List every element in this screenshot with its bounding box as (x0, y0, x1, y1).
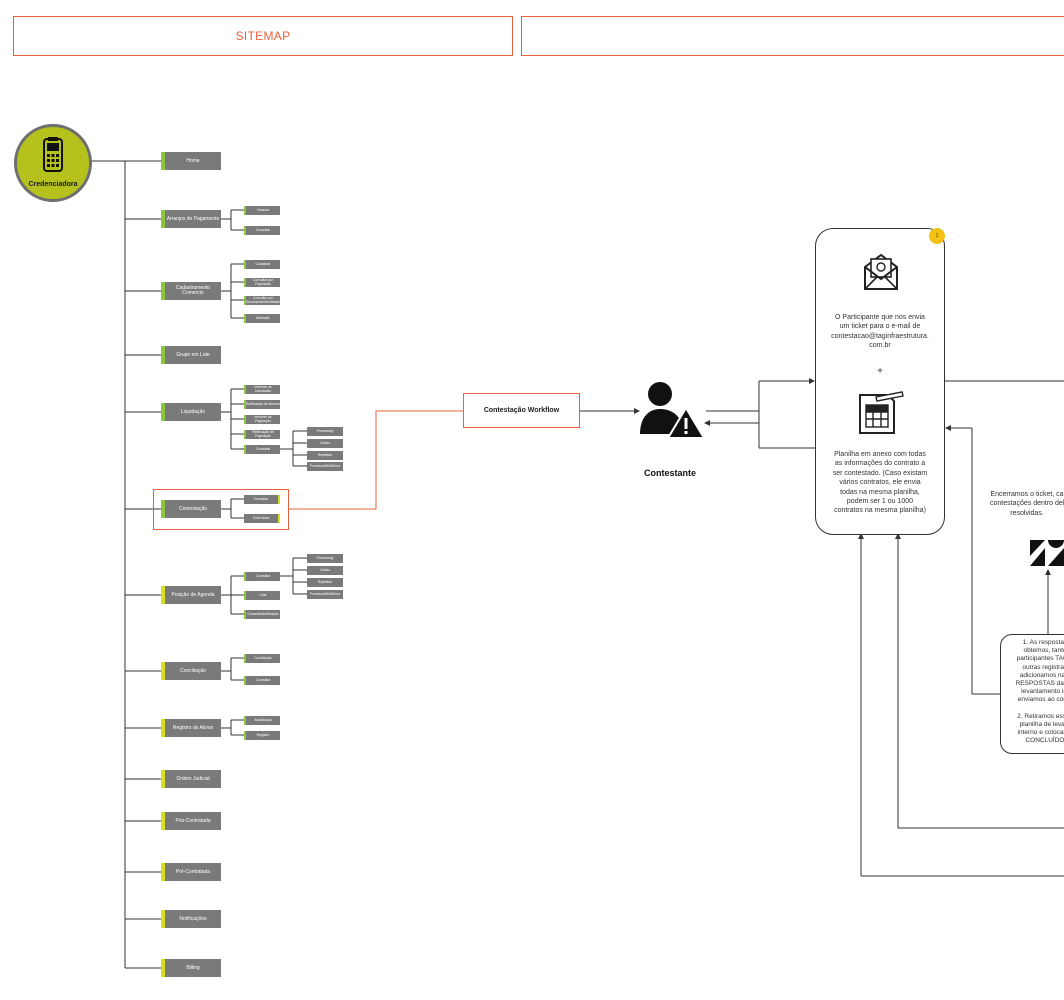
node-registro-ativos[interactable]: Registro de Ativos (161, 719, 221, 737)
node-liquidacao-informar[interactable]: Informar de Liquidação (244, 385, 280, 394)
node-cadastramento[interactable]: Cadastramento Comercio (161, 282, 221, 300)
envelope-icon (864, 253, 898, 290)
node-contestacao-criar-nova[interactable]: Criar Nova (244, 514, 280, 523)
node-cadastramento-alteracao[interactable]: Alteração (244, 314, 280, 323)
plus-sign: + (877, 366, 883, 377)
node-contestacao[interactable]: Contestação (161, 500, 221, 518)
node-posicao-criado[interactable]: Criado (307, 566, 343, 575)
node-cadastramento-cadastrar[interactable]: Cadastrar (244, 260, 280, 269)
node-billing[interactable]: Billing (161, 959, 221, 977)
workflow-step-card: O Participante que nos envia um ticket p… (815, 228, 945, 535)
node-posicao-criar[interactable]: Criar (244, 591, 280, 600)
responses-box: 1. As respostas obtemos, tanto participa… (1000, 634, 1064, 754)
node-conciliacao-consultar[interactable]: Consultar (244, 676, 280, 685)
node-contestacao-consultar[interactable]: Consultar (244, 495, 280, 504)
node-posicao-agenda[interactable]: Posição de Agenda (161, 586, 221, 604)
root-label: Credenciadora (28, 181, 78, 188)
node-grupo-em-lote[interactable]: Grupo em Lote (161, 346, 221, 364)
node-liquidacao-informar-paginacao[interactable]: Informar de Paginação (244, 415, 280, 424)
node-liquidacao-processed-error[interactable]: ProcessedWithError (307, 462, 343, 471)
node-arranjos-consultar[interactable]: Consultar (244, 226, 280, 235)
node-conciliacao-conciliacao[interactable]: Conciliação (244, 654, 280, 663)
node-pre-contratada[interactable]: Pré-Contratada (161, 863, 221, 881)
actor-label: Contestante (643, 468, 696, 478)
node-posicao-rejeitado[interactable]: Rejeitado (307, 578, 343, 587)
node-posicao-processing[interactable]: Processing (307, 554, 343, 563)
node-liquidacao-rejeitado[interactable]: Rejeitado (307, 451, 343, 460)
node-liquidacao-retificacao-paginacao[interactable]: Retificação de Paginação (244, 430, 280, 439)
zendesk-logo-icon (1030, 540, 1064, 566)
node-cadastramento-consultar-documento[interactable]: Consultar por Documento/Identidade (244, 296, 281, 305)
node-arranjos-vincular[interactable]: Vincular (244, 206, 280, 215)
node-conciliacao[interactable]: Conciliação (161, 662, 221, 680)
node-cadastramento-consultar-paginacao[interactable]: Consultar por Paginação (244, 278, 280, 287)
node-registro-atualizacao[interactable]: Atualização (244, 716, 280, 725)
close-ticket-note: Encerramos o ticket, ca contestações den… (990, 491, 1064, 517)
workflow-title-box[interactable]: Contestação Workflow (463, 393, 580, 428)
node-liquidacao-consultar[interactable]: Consultar (244, 445, 280, 454)
responses-text: 1. As respostas obtemos, tanto participa… (1015, 639, 1064, 745)
node-liquidacao[interactable]: Liquidação (161, 403, 221, 421)
node-posicao-consultar-notificacao[interactable]: ConsultarNotificação (244, 610, 280, 619)
node-posicao-consultar[interactable]: Consultar (244, 572, 280, 581)
node-pos-contratada[interactable]: Pós-Contratada (161, 812, 221, 830)
node-home[interactable]: Home (161, 152, 221, 170)
node-liquidacao-criado[interactable]: Criado (307, 439, 343, 448)
root-node-credenciadora[interactable]: Credenciadora (14, 124, 92, 202)
person-alert-icon (640, 382, 706, 439)
node-arranjos[interactable]: Arranjos de Pagamento (161, 210, 221, 228)
spreadsheet-icon (859, 391, 904, 434)
contestacao-highlight-box (153, 489, 289, 530)
node-notificacoes[interactable]: Notificações (161, 910, 221, 928)
node-liquidacao-retificacao-informe[interactable]: Retificação de Informe (244, 400, 280, 409)
card-bottom-text: Planilha em anexo com todas as informaçõ… (832, 451, 928, 515)
card-top-text: O Participante que nos envia um ticket p… (831, 314, 929, 350)
step-badge: 1 (929, 228, 945, 244)
header-title: SITEMAP (235, 29, 291, 43)
header-secondary-box (521, 16, 1064, 56)
header-sitemap-box: SITEMAP (13, 16, 513, 56)
node-liquidacao-processing[interactable]: Processing (307, 427, 343, 436)
node-ordem-judicial[interactable]: Ordem Judicial (161, 770, 221, 788)
node-posicao-processed-error[interactable]: ProcessedWithError (307, 590, 343, 599)
node-registro-registro[interactable]: Registro (244, 731, 280, 740)
pos-terminal-icon (43, 137, 63, 172)
